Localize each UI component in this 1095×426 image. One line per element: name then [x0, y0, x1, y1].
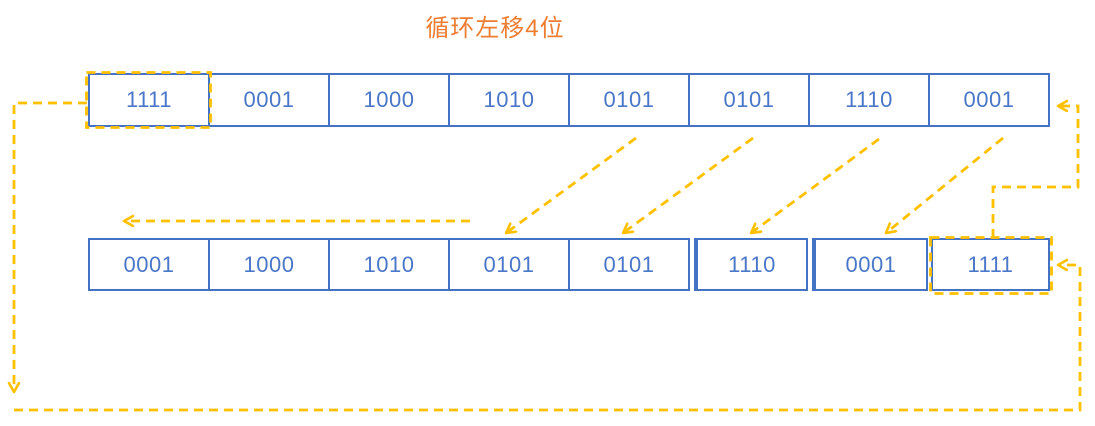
wraparound-arrow-left-down-segment [14, 101, 87, 392]
move-arrow-3 [751, 137, 880, 233]
register-cell: 0101 [568, 240, 688, 289]
register-cell: 1111 [967, 251, 1014, 277]
register-cell: 1000 [208, 240, 328, 289]
page-title: 循环左移4位 [425, 15, 565, 42]
register-cell: 1010 [328, 240, 448, 289]
register-cell: 0101 [568, 75, 688, 125]
register-cell: 0101 [688, 75, 808, 125]
bottom-register-row-group-a: 0001 1000 1010 0101 0101 [88, 238, 690, 291]
register-cell: 1010 [448, 75, 568, 125]
top-register-row: 1111 0001 1000 1010 0101 0101 1110 0001 [88, 73, 1050, 127]
register-cell: 1000 [328, 75, 448, 125]
register-cell: 1110 [728, 251, 776, 277]
register-cell: 0001 [208, 75, 328, 125]
bottom-register-row-group-c: 0001 [812, 238, 928, 291]
register-cell: 0101 [448, 240, 568, 289]
register-cell: 0001 [123, 251, 175, 277]
move-arrow-1 [506, 136, 637, 233]
register-cell: 0001 [845, 251, 897, 277]
register-cell: 0001 [928, 75, 1048, 125]
register-cell: 1111 [125, 87, 173, 112]
bottom-register-row-group-d: 1111 [931, 238, 1050, 291]
move-arrow-2 [623, 136, 754, 233]
bottom-register-row-group-b: 1110 [694, 238, 808, 291]
move-arrow-4 [886, 136, 1004, 233]
register-cell: 1110 [808, 75, 928, 125]
